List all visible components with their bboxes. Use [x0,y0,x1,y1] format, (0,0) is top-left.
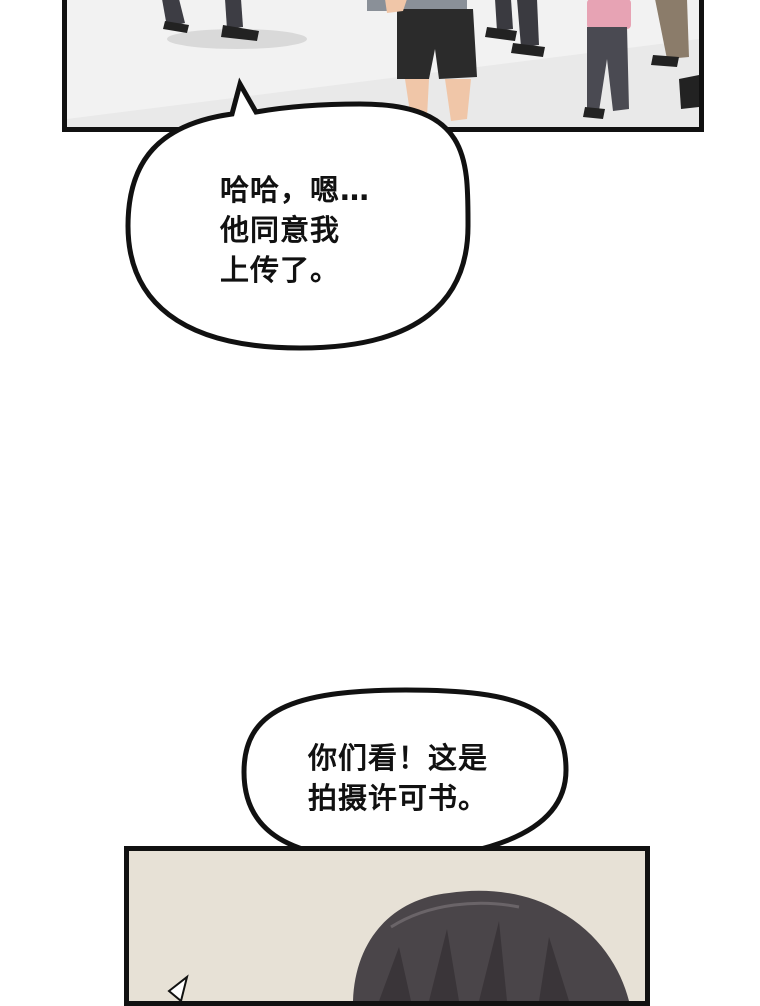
bubble-2-line-1: 你们看！这是 [308,741,489,775]
bottom-comic-panel [124,846,650,1006]
bubble-1-line-2: 他同意我 [220,213,341,247]
speech-bubble-2 [241,687,569,895]
top-comic-panel [62,0,704,132]
bubble-1-line-1: 哈哈，嗯… [220,173,371,207]
bubble-1-line-3: 上传了。 [220,253,341,287]
speech-bubble-2-text: 你们看！这是 拍摄许可书。 [308,738,488,818]
speech-bubble-1 [125,77,471,351]
hair-illustration [167,890,629,1001]
speech-bubble-1-text: 哈哈，嗯… 他同意我 上传了。 [220,170,370,290]
crowd-legs-illustration [67,0,699,121]
bubble-2-line-2: 拍摄许可书。 [308,781,489,815]
